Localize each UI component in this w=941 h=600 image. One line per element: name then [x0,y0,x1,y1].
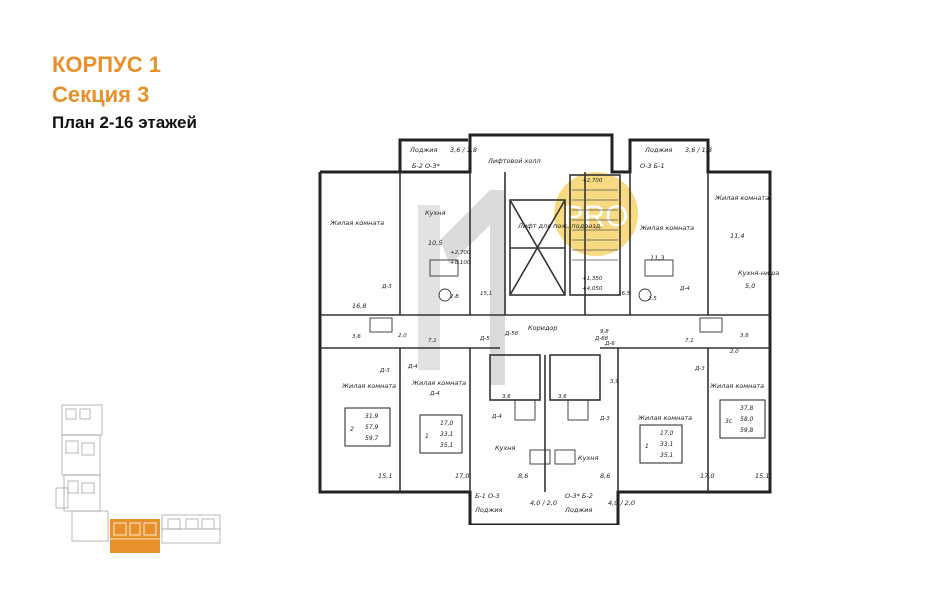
apartment-area: 37,8 [740,405,754,412]
floor-plan: PRO [318,133,779,525]
room-area: 15,1 [378,472,392,480]
section-title: Секция 3 [52,82,150,107]
room-area: 17,0 [455,472,469,480]
area-value: 16,5 [618,291,631,297]
loggia-label: Лоджия [474,506,502,514]
loggia-dims: 3,6 / 1,8 [685,146,712,154]
area-value: 7,1 [685,338,694,344]
apartment-area: 59,7 [365,435,379,442]
floors-subtitle: План 2-16 этажей [52,113,197,132]
apartment-info-box [719,399,766,439]
corridor-label: Коридор [528,324,558,332]
apartment-area: 35,1 [440,442,453,449]
room-label: Жилая комната [341,382,396,390]
area-value: 2,0 [730,349,739,355]
area-value: 3,6 [352,334,361,340]
area-value: 3,6 [740,333,749,339]
door-tag: Д-4 [491,414,502,420]
level-mark: +4,050 [582,286,603,292]
room-area: 11,3 [650,254,664,262]
loggia-label: Лоджия [644,146,672,154]
apartment-rooms: 3с [725,418,733,425]
kitchen-label: Кухня [495,444,516,452]
apartment-area: 35,1 [660,452,673,459]
area-value: 3,9 [610,379,619,385]
area-value: 2,5 [648,296,657,302]
room-label: Жилая комната [639,224,694,232]
door-tag: Д-4 [407,364,418,370]
kitchen-label: Кухня [425,209,446,217]
level-mark: +2,700 [582,178,603,184]
loggia-dims: 4,0 / 2,0 [530,499,557,507]
apartment-rooms: 1 [425,433,429,440]
kitchen-niche-area: 5,0 [745,282,755,290]
watermark: PRO [418,172,638,385]
kitchen-label: Кухня [578,454,599,462]
area-value: 3,6 [558,394,567,400]
balcony-label: Б-2 О-3* [412,162,441,170]
level-mark: +1,350 [582,276,603,282]
room-label: Жилая комната [329,219,384,227]
loggia-dims: 4,0 / 2,0 [608,499,635,507]
kitchen-area: 10,5 [428,239,442,247]
balcony-label: О-3 Б-1 [640,162,665,170]
room-area: 16,8 [352,302,366,310]
balcony-label: О-3* Б-2 [565,492,593,500]
area-value: 15,1 [480,291,492,297]
apartment-rooms: 1 [645,443,649,450]
room-label: Жилая комната [637,414,692,422]
level-mark: +8,100 [450,260,471,266]
room-area: 15,1 [755,472,769,480]
door-tag: Д-6б [594,336,609,342]
room-label: Жилая комната [411,379,466,387]
loggia-dims: 3,6 / 1,8 [450,146,477,154]
apartment-area: 59,8 [740,427,754,434]
site-minimap[interactable] [52,403,232,563]
current-section-highlight [110,519,160,553]
room-area: 11,4 [730,232,744,240]
door-tag: Д-3 [599,416,610,422]
apartment-info-box [344,407,391,447]
door-tag: Д-6 [604,341,615,347]
apartment-area: 58,0 [740,416,754,423]
apartment-area: 57,9 [365,424,379,431]
apartment-area: 33,1 [660,441,673,448]
apartment-area: 17,0 [660,430,674,437]
watermark-text: PRO [563,200,628,233]
room-area: 17,0 [700,472,714,480]
room-label: Жилая комната [714,194,769,202]
level-mark: +2,700 [450,250,471,256]
door-tag: Д-3 [381,284,392,290]
room-label: Жилая комната [709,382,764,390]
area-value: 7,1 [428,338,437,344]
apartment-area: 31,9 [365,413,379,420]
door-tag: Д-3 [694,366,705,372]
loggia-label: Лоджия [409,146,437,154]
door-tag: Д-5б [504,331,519,337]
loggia-label: Лоджия [564,506,592,514]
area-value: 9,8 [600,329,609,335]
kitchen-niche-label: Кухня-ниша [738,269,779,277]
balcony-label: Б-1 О-3 [475,492,500,500]
kitchen-area: 8,6 [600,472,610,480]
apartment-info-box [639,424,683,464]
door-tag: Д-5 [479,336,490,342]
door-tag: Д-4 [679,286,690,292]
lift-hall-label: Лифтовой холл [487,157,541,165]
building-title: КОРПУС 1 [52,52,161,77]
area-value: 2,8 [450,294,459,300]
fire-lift-label: Лифт для пож. подразд. [517,222,602,230]
title-block: КОРПУС 1 Секция 3 План 2-16 этажей [52,50,197,136]
apartment-info-box [419,414,463,454]
kitchen-area: 8,6 [518,472,528,480]
apartment-area: 17,0 [440,420,454,427]
area-value: 2,0 [398,333,407,339]
door-tag: Д-4 [429,391,440,397]
door-tag: Д-3 [379,368,390,374]
apartment-area: 33,1 [440,431,453,438]
area-value: 3,6 [502,394,511,400]
apartment-rooms: 2 [350,426,354,433]
